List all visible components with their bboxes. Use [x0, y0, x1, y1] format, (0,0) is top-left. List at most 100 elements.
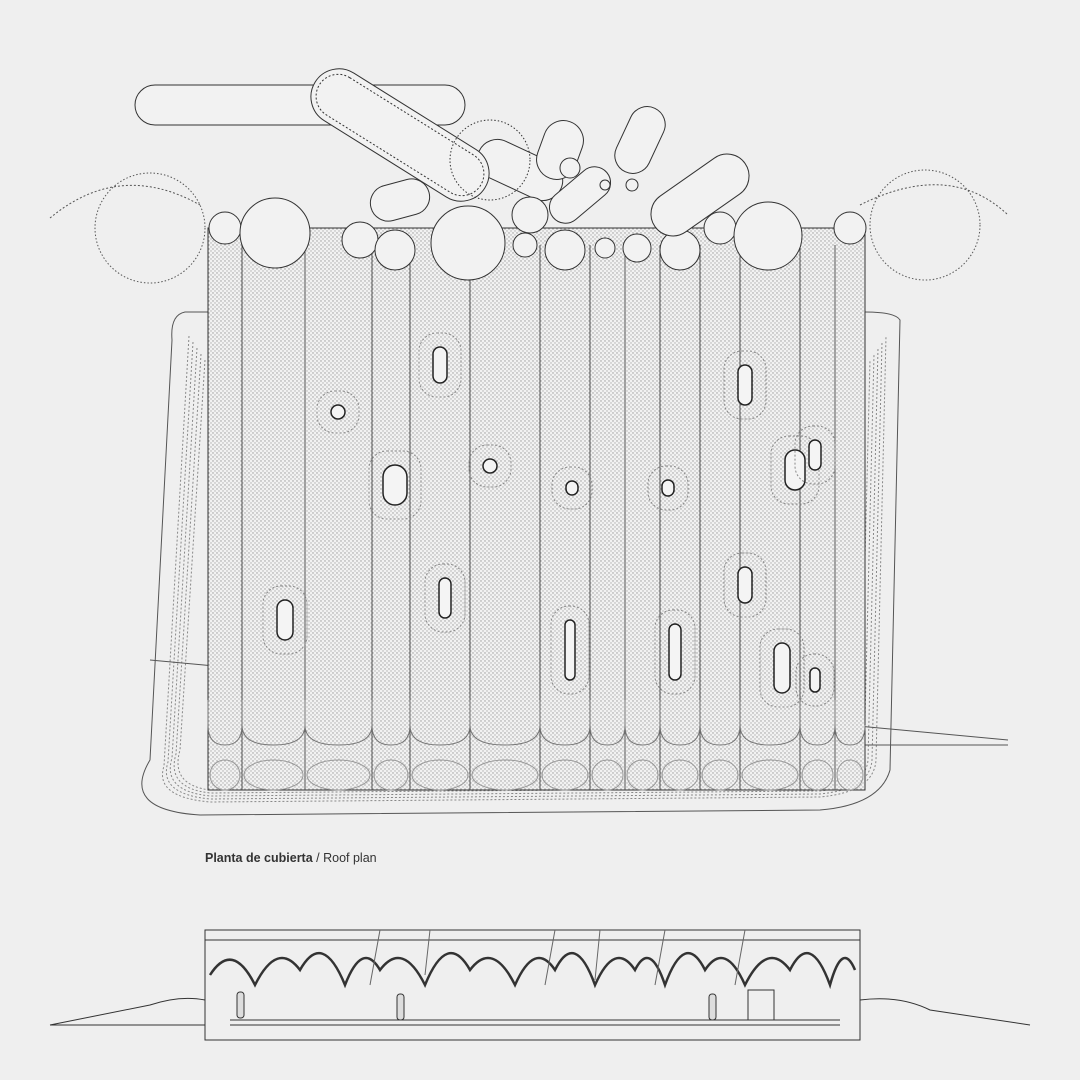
roof-lantern-circle [239, 197, 311, 269]
skylight-halo [723, 350, 767, 420]
skylight-opening [784, 449, 806, 491]
skylight-opening [564, 619, 576, 681]
skylight-tube [476, 138, 564, 202]
skylight-halo [316, 390, 360, 434]
skylight-opening [668, 623, 682, 681]
vault-end [699, 700, 741, 746]
site-boundary [141, 311, 901, 816]
vault-base [591, 759, 624, 791]
vault-base [836, 759, 864, 791]
roof-lantern-circle [430, 205, 506, 281]
human-figure [236, 991, 245, 1019]
skylight-halo [770, 435, 820, 505]
vault-end [834, 700, 866, 746]
skylight-opening [661, 479, 675, 497]
dashed-circle [869, 169, 981, 281]
vault-base [741, 759, 799, 791]
vault-base [411, 759, 469, 791]
section-skylight-shaft [369, 929, 746, 986]
human-figure [396, 993, 405, 1021]
human-figure [708, 993, 717, 1021]
vault-end [624, 700, 661, 746]
skylight-opening [330, 404, 346, 420]
skylight-opening [809, 667, 821, 693]
vault-end [659, 700, 701, 746]
skylight-tube-inner [315, 73, 485, 197]
skylight-halo [368, 450, 422, 520]
roof-lantern-circle [659, 229, 701, 271]
vault-base [243, 759, 304, 791]
vault-end [469, 700, 541, 746]
skylight-opening [482, 458, 498, 474]
skylight-opening [565, 480, 579, 496]
skylight-halo [794, 425, 836, 485]
vault-end [739, 700, 801, 746]
roof-lantern-circle [833, 211, 867, 245]
contour-line [162, 335, 887, 803]
skylight-opening [432, 346, 448, 384]
lantern-circle [511, 196, 549, 234]
vault-base [306, 759, 371, 791]
vault-end [304, 700, 373, 746]
skylight-tube [614, 106, 666, 174]
vault-end [409, 700, 471, 746]
skylight-opening [276, 599, 294, 641]
terrain-contour [49, 184, 1009, 219]
skylight-tube [650, 153, 750, 237]
vault-base [209, 759, 241, 791]
lantern-circle [559, 157, 581, 179]
roof-lantern-circle [544, 229, 586, 271]
skylight-halo [723, 552, 767, 618]
lantern-circle [625, 178, 639, 192]
skylight-tube [548, 166, 612, 224]
vault-end [207, 700, 243, 746]
contour-line [169, 347, 879, 797]
skylight-halo [468, 444, 512, 488]
skylight-opening [382, 464, 408, 506]
section-terrain [49, 997, 1031, 1026]
skylight-opening [773, 642, 791, 694]
vault-base [373, 759, 409, 791]
contour-line [166, 341, 883, 800]
vault-end [371, 700, 411, 746]
skylight-opening [808, 439, 822, 471]
skylight-opening [737, 364, 753, 406]
skylight-halo [418, 332, 462, 398]
skylight-tube [310, 68, 490, 202]
section-outline [204, 929, 861, 1041]
skylight-halo [262, 585, 308, 655]
vault-base [471, 759, 539, 791]
skylight-halo [795, 653, 835, 707]
caption-title-en: / Roof plan [312, 851, 377, 865]
skylight-opening [737, 566, 753, 604]
vault-base [626, 759, 659, 791]
roof-slab [207, 227, 866, 791]
roof-lantern-circle [512, 232, 538, 258]
section-vaults [208, 951, 857, 990]
skylight-halo [654, 609, 696, 695]
skylight-halo [759, 628, 805, 708]
skylight-tube [369, 178, 431, 222]
vault-end [539, 700, 591, 746]
skylight-opening [438, 577, 452, 619]
vault-end [241, 700, 306, 746]
vault-end [589, 700, 626, 746]
vault-end [799, 700, 836, 746]
vault-base [661, 759, 699, 791]
vault-base [701, 759, 739, 791]
lantern-circle [599, 179, 611, 191]
vault-base [801, 759, 834, 791]
roof-lantern-circle [703, 211, 737, 245]
roof-lantern-circle [208, 211, 242, 245]
skylight-halo [551, 466, 593, 510]
roof-lantern-circle [622, 233, 652, 263]
roof-lantern-circle [594, 237, 616, 259]
dashed-circle [94, 172, 206, 284]
vault-base [541, 759, 589, 791]
drawing-caption: Planta de cubierta / Roof plan [205, 851, 377, 865]
roof-lantern-circle [374, 229, 416, 271]
skylight-halo [424, 563, 466, 633]
roof-lantern-circle [341, 221, 379, 259]
